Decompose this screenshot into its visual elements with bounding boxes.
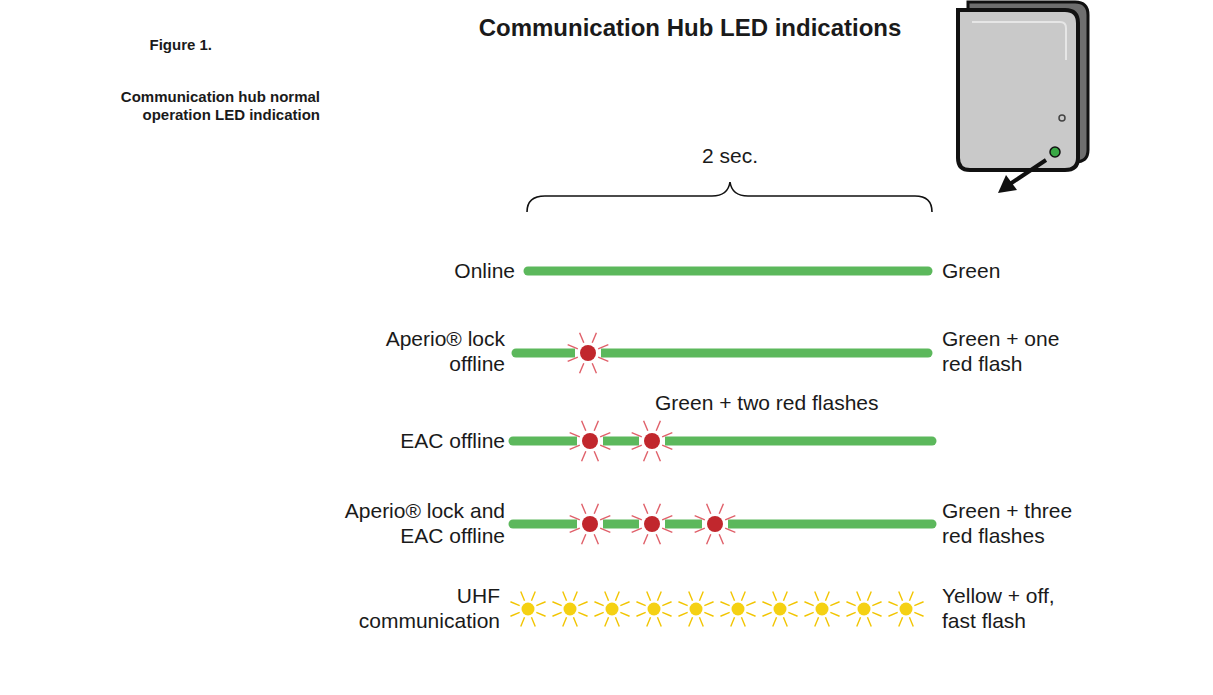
led-label: Aperio® lock offline [350,326,505,376]
led-label: Green + two red flashes [655,390,985,415]
led-label: Green + one red flash [942,326,1092,376]
pointer-arrow [998,160,1046,193]
led-label: Online [380,258,515,283]
led-label: Green [942,258,1092,283]
yellow-flashes [510,591,923,626]
led-label: Aperio® lock and EAC offline [320,498,505,548]
diagram-title: Communication Hub LED indications [470,14,910,43]
hub-device [958,2,1088,170]
led-label: UHF communication [330,583,500,633]
figure-caption: Figure 1. [120,36,212,54]
time-bracket [527,182,932,212]
red-flashes [568,333,736,545]
led-label: Green + three red flashes [942,498,1092,548]
figure-caption: Communication hub normal operation LED i… [120,88,320,124]
led-label: Yellow + off, fast flash [942,583,1092,633]
time-label: 2 sec. [670,143,790,168]
led-label: EAC offline [350,428,505,453]
